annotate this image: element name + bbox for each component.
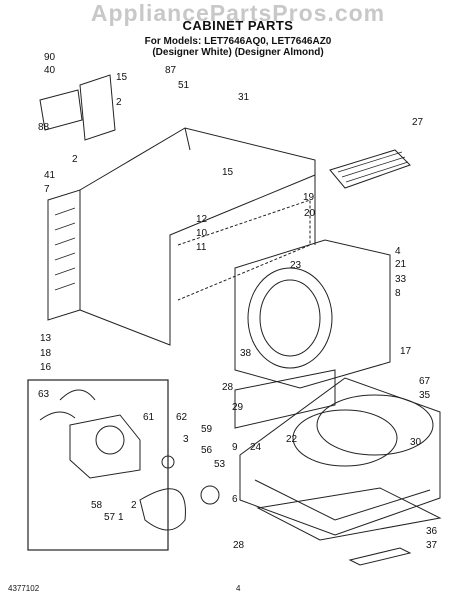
lint-screen xyxy=(329,149,411,189)
callout-label: 27 xyxy=(412,117,424,128)
callout-label: 53 xyxy=(214,459,226,470)
callout-label: 33 xyxy=(395,274,407,285)
callout-label: 12 xyxy=(196,214,208,225)
callout-label: 51 xyxy=(178,80,190,91)
callout-label: 9 xyxy=(232,442,238,453)
callout-label: 20 xyxy=(304,208,316,219)
bracket-assembly xyxy=(79,74,116,141)
callout-label: 15 xyxy=(222,167,234,178)
callout-label: 1 xyxy=(118,512,124,523)
cabinet-frame xyxy=(79,127,316,346)
callout-label: 67 xyxy=(419,376,431,387)
callout-label: 63 xyxy=(38,389,50,400)
toe-panel xyxy=(234,369,336,429)
watermark-text: AppliancePartsPros.com xyxy=(90,0,386,26)
models-line: For Models: LET7646AQ0, LET7646AZ0 xyxy=(144,36,332,47)
document-number: 4377102 xyxy=(8,584,40,593)
callout-label: 7 xyxy=(44,184,50,195)
callout-label: 36 xyxy=(426,526,438,537)
callout-label: 59 xyxy=(201,424,213,435)
callout-label: 2 xyxy=(72,154,78,165)
callout-label: 11 xyxy=(196,242,207,253)
callout-label: 16 xyxy=(40,362,52,373)
page-number: 4 xyxy=(236,584,241,593)
callout-label: 23 xyxy=(290,260,302,271)
callout-label: 40 xyxy=(44,65,56,76)
callout-label: 8 xyxy=(395,288,401,299)
motor-detail-box xyxy=(27,379,169,551)
callout-label: 2 xyxy=(116,97,122,108)
callout-label: 10 xyxy=(196,228,208,239)
designer-line: (Designer White) (Designer Almond) xyxy=(152,47,324,58)
front-panel xyxy=(234,239,391,389)
callout-label: 57 xyxy=(104,512,116,523)
callout-label: 15 xyxy=(116,72,128,83)
callout-label: 24 xyxy=(250,442,262,453)
callout-label: 41 xyxy=(44,170,56,181)
callout-numbers: 90 40 88 2 41 7 15 87 51 2 31 27 15 19 2… xyxy=(38,52,438,551)
callout-label: 22 xyxy=(286,434,298,445)
callout-label: 90 xyxy=(44,52,56,63)
callout-label: 87 xyxy=(165,65,177,76)
callout-label: 18 xyxy=(40,348,52,359)
bottom-tray xyxy=(256,487,442,541)
base-tub xyxy=(239,377,441,536)
drive-belt xyxy=(139,488,186,531)
callout-label: 4 xyxy=(395,246,401,257)
callout-label: 31 xyxy=(238,92,250,103)
callout-label: 38 xyxy=(240,348,252,359)
callout-label: 58 xyxy=(91,500,103,511)
callout-label: 62 xyxy=(176,412,188,423)
callout-label: 13 xyxy=(40,333,52,344)
callout-label: 37 xyxy=(426,540,438,551)
callout-label: 30 xyxy=(410,437,422,448)
callout-label: 56 xyxy=(201,445,213,456)
callout-label: 19 xyxy=(303,192,315,203)
callout-label: 17 xyxy=(400,346,412,357)
callout-label: 3 xyxy=(183,434,189,445)
callout-label: 6 xyxy=(232,494,238,505)
door-opening xyxy=(247,267,333,369)
callout-label: 28 xyxy=(233,540,245,551)
callout-label: 29 xyxy=(232,402,244,413)
side-panel xyxy=(47,189,81,321)
callout-label: 61 xyxy=(143,412,155,423)
callout-label: 35 xyxy=(419,390,431,401)
page-title: CABINET PARTS xyxy=(182,18,294,33)
callout-label: 2 xyxy=(131,500,137,511)
callout-label: 28 xyxy=(222,382,234,393)
callout-label: 88 xyxy=(38,122,50,133)
callout-label: 21 xyxy=(395,259,407,270)
